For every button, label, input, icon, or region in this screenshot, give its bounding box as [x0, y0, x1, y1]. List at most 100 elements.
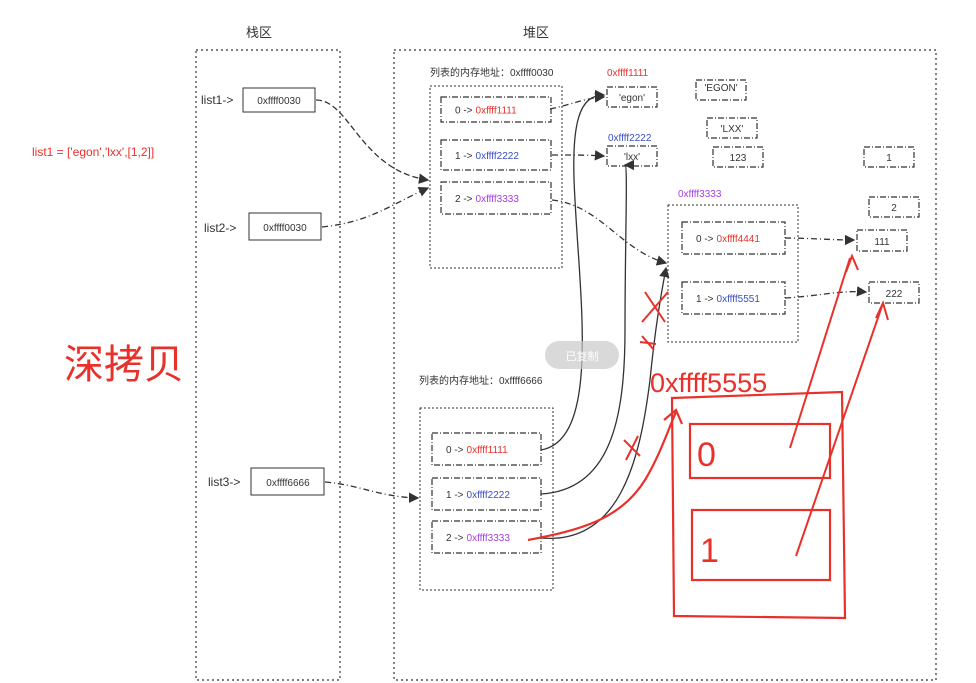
bottom-list-row-1-addr: 0xffff2222 — [467, 490, 511, 501]
egon-value: 'egon' — [619, 93, 645, 104]
sublist-row-0-addr: 0xffff4441 — [717, 234, 761, 245]
LXX-value: 'LXX' — [721, 124, 744, 135]
arrow-bottom1-to-lxx — [540, 160, 635, 495]
lxx-addr: 0xffff2222 — [608, 133, 652, 144]
n222-box — [868, 281, 920, 304]
lxx-value: 'lxx' — [624, 152, 640, 163]
new-list-frame — [670, 390, 847, 620]
top-list-row-0 — [440, 96, 552, 123]
arrow-list1-to-top — [315, 99, 430, 184]
EGON-box — [695, 79, 747, 101]
top-list-row-1-index: 1 -> — [455, 151, 473, 162]
red-arrowhead-new-list — [663, 408, 684, 425]
arrow-bottom0-to-egon — [540, 89, 606, 451]
red-line-slot0-to-111 — [789, 257, 851, 449]
top-list-row-2-label: 2 ->0xffff3333 — [455, 194, 519, 205]
arrow-top2-to-sublist — [551, 199, 668, 266]
arrow-top0-to-egon — [549, 92, 606, 110]
top-list-rows: 0 ->0xffff1111 1 ->0xffff2222 2 ->0xffff33… — [440, 96, 552, 215]
new-list-addr: 0xffff5555 — [650, 368, 767, 398]
arrow-list3-to-bottom — [324, 481, 420, 503]
var-list3-box — [250, 467, 325, 496]
var-list2-name: list2-> — [204, 221, 236, 235]
red-cross-2 — [639, 335, 657, 351]
bottom-list-frame — [419, 407, 554, 591]
bottom-list-row-1 — [431, 477, 542, 511]
egon-addr: 0xffff1111 — [607, 68, 649, 79]
red-line-slot1-to-222 — [795, 305, 883, 557]
arrow-top1-to-lxx — [551, 150, 606, 161]
top-list-row-1-addr: 0xffff2222 — [476, 151, 520, 162]
top-list-row-0-index: 0 -> — [455, 106, 473, 117]
sublist-row-0 — [681, 221, 786, 255]
stack-region — [195, 49, 341, 681]
var-list1-addr: 0xffff0030 — [257, 96, 301, 107]
bottom-list-row-2-label: 2 ->0xffff3333 — [446, 533, 510, 544]
n2-value: 2 — [891, 203, 897, 214]
top-list-row-0-label: 0 ->0xffff1111 — [455, 106, 517, 117]
copied-watermark — [545, 341, 619, 369]
bottom-list-row-0 — [431, 432, 542, 466]
var-list3-name: list3-> — [208, 475, 240, 489]
top-list-row-2-addr: 0xffff3333 — [476, 194, 520, 205]
stack-title: 栈区 — [246, 25, 272, 40]
red-arrowhead-222 — [875, 300, 889, 321]
bottom-list-row-2-index: 2 -> — [446, 533, 464, 544]
sublist-row-0-label: 0 ->0xffff4441 — [696, 234, 760, 245]
arrow-sub1-to-222 — [784, 286, 868, 299]
arrow-sub0-to-111 — [784, 234, 856, 246]
top-list-caption: 列表的内存地址：0xffff0030 — [430, 66, 554, 79]
sublist-row-0-index: 0 -> — [696, 234, 714, 245]
n1-value: 1 — [886, 153, 892, 164]
bottom-list-row-0-addr: 0xffff1111 — [467, 445, 509, 456]
top-list-row-1 — [440, 139, 552, 171]
n111-value: 111 — [874, 237, 890, 248]
heap-title: 堆区 — [523, 25, 549, 40]
LXX-box — [706, 117, 758, 139]
top-list-row-0-addr: 0xffff1111 — [476, 106, 518, 117]
bottom-list-row-1-label: 1 ->0xffff2222 — [446, 490, 510, 501]
bottom-list-row-1-index: 1 -> — [446, 490, 464, 501]
sublist-row-1-index: 1 -> — [696, 294, 714, 305]
red-cross-1 — [641, 291, 669, 323]
n222-value: 222 — [886, 289, 903, 300]
bottom-list-row-0-index: 0 -> — [446, 445, 464, 456]
bottom-list-row-2-addr: 0xffff3333 — [467, 533, 511, 544]
arrow-list2-to-top — [321, 186, 430, 228]
sublist-addr: 0xffff3333 — [678, 189, 722, 200]
top-list-row-2 — [440, 181, 552, 215]
red-arrow-to-new-list — [527, 411, 678, 542]
code-line: list1 = ['egon','lxx',[1,2]] — [32, 145, 154, 159]
n1-box — [863, 146, 915, 168]
bottom-list-row-0-label: 0 ->0xffff1111 — [446, 445, 508, 456]
n2-box — [868, 196, 920, 218]
var-list2-addr: 0xffff0030 — [263, 223, 307, 234]
sublist-row-1-addr: 0xffff5551 — [717, 294, 761, 305]
sublist-row-1-label: 1 ->0xffff5551 — [696, 294, 760, 305]
top-list-row-2-index: 2 -> — [455, 194, 473, 205]
arrow-bottom2-to-sublist — [540, 266, 670, 539]
bottom-list-row-2 — [431, 520, 542, 554]
EGON-value: 'EGON' — [704, 83, 737, 94]
new-list-slot-1 — [690, 508, 832, 582]
var-list2-box — [248, 212, 322, 241]
top-list-row-1-label: 1 ->0xffff2222 — [455, 151, 519, 162]
top-list-frame — [429, 85, 563, 269]
deep-copy-label: 深拷贝 — [64, 343, 184, 387]
n111-box — [856, 229, 908, 252]
lxx-box — [606, 145, 658, 167]
bottom-list-rows: 0 ->0xffff1111 1 ->0xffff2222 2 ->0xffff33… — [431, 432, 542, 554]
new-list-slot-0 — [688, 422, 832, 480]
sublist-rows: 0 ->0xffff4441 1 ->0xffff5551 — [681, 221, 786, 315]
var-list3-addr: 0xffff6666 — [266, 478, 310, 489]
new-list-slot-0-label: 0 — [697, 436, 716, 474]
copied-watermark-text: 已复制 — [566, 349, 599, 363]
n123-box — [712, 146, 764, 168]
red-cross-3 — [623, 435, 641, 461]
n123-value: 123 — [730, 153, 747, 164]
heap-region — [393, 49, 937, 681]
red-arrowhead-111 — [845, 253, 859, 273]
var-list1-name: list1-> — [201, 93, 233, 107]
egon-box — [606, 86, 658, 108]
